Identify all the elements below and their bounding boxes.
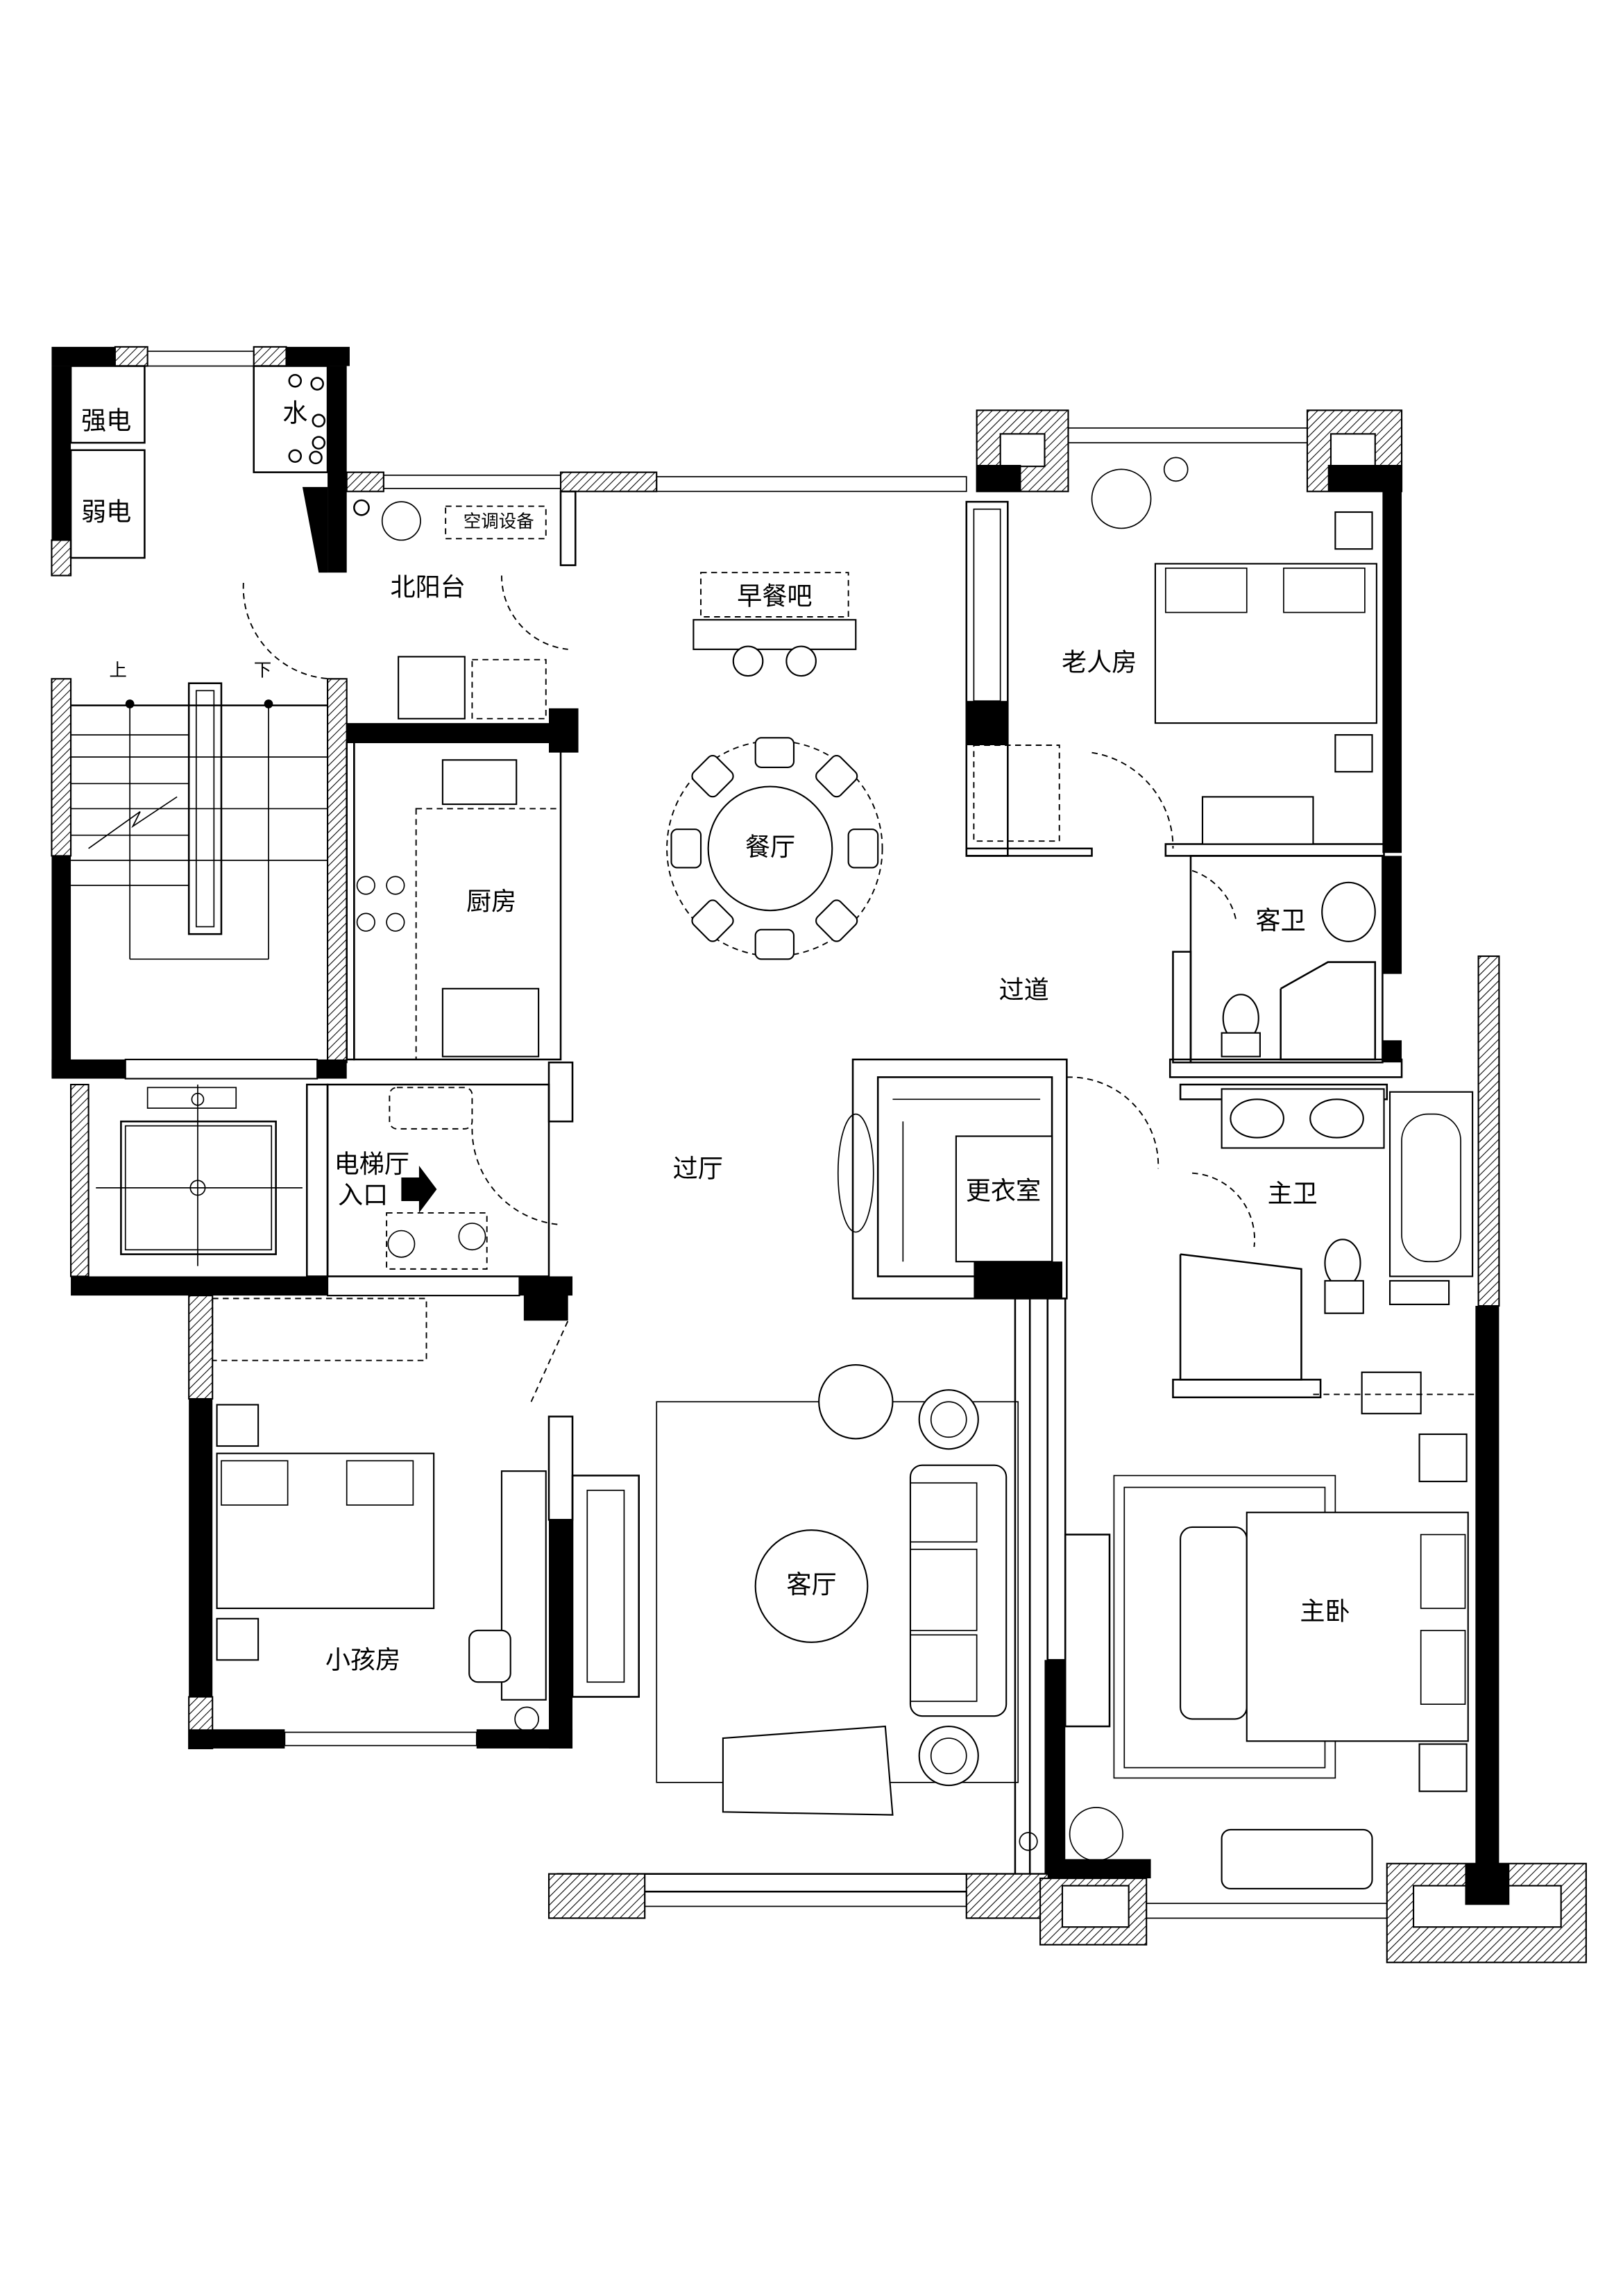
water-shaft-label: 水 bbox=[282, 398, 307, 428]
north-balcony-label: 北阳台 bbox=[390, 572, 465, 602]
master-bedroom: 主卧 bbox=[1039, 1371, 1587, 1964]
elevator-hall-label: 电梯厅 bbox=[334, 1149, 409, 1179]
strong-electric-label: 强电 bbox=[81, 405, 131, 435]
stair-up-label: 上 bbox=[109, 661, 127, 681]
staircase bbox=[71, 682, 328, 960]
child-room-label: 小孩房 bbox=[325, 1644, 400, 1674]
elevator-hall: 电梯厅 入口 bbox=[326, 1083, 561, 1277]
north-balcony: 空调设备 北阳台 bbox=[242, 471, 658, 720]
living-room-label: 客厅 bbox=[786, 1570, 836, 1599]
elevator bbox=[70, 1083, 573, 1321]
stair-down-label: 下 bbox=[254, 661, 272, 681]
elderly-room-label: 老人房 bbox=[1062, 647, 1137, 677]
ac-equipment-label: 空调设备 bbox=[464, 511, 534, 532]
dining-area: 早餐吧 餐厅 过厅 过道 bbox=[656, 476, 1049, 1183]
kitchen-label: 厨房 bbox=[466, 887, 516, 917]
master-bath: 主卫 bbox=[1172, 1083, 1474, 1399]
entrance-arrow-icon bbox=[401, 1166, 437, 1214]
breakfast-bar-label: 早餐吧 bbox=[737, 581, 812, 611]
master-bath-label: 主卫 bbox=[1268, 1179, 1318, 1209]
dressing-room: 更衣室 bbox=[837, 1058, 1159, 1300]
kitchen: 厨房 bbox=[346, 708, 579, 1123]
dining-chairs bbox=[670, 737, 879, 960]
guest-bath-label: 客卫 bbox=[1256, 905, 1306, 935]
elderly-room: 老人房 bbox=[965, 409, 1403, 857]
hangers bbox=[892, 1098, 1041, 1262]
entrance-label: 入口 bbox=[338, 1180, 388, 1210]
master-bedroom-label: 主卧 bbox=[1300, 1596, 1350, 1626]
corridor-label: 过道 bbox=[999, 975, 1049, 1005]
foyer-label: 过厅 bbox=[673, 1153, 723, 1183]
interior-walls bbox=[1014, 955, 1500, 1896]
guest-bath: 客卫 bbox=[1169, 855, 1403, 1078]
water-pipes bbox=[288, 374, 326, 465]
child-room: 小孩房 bbox=[188, 1295, 574, 1749]
weak-electric-label: 弱电 bbox=[81, 497, 131, 527]
living-room: 客厅 bbox=[547, 1364, 1053, 1919]
dressing-room-label: 更衣室 bbox=[966, 1175, 1041, 1205]
dining-room-label: 餐厅 bbox=[745, 832, 795, 862]
core-stair-block: 上 下 bbox=[51, 346, 350, 1080]
